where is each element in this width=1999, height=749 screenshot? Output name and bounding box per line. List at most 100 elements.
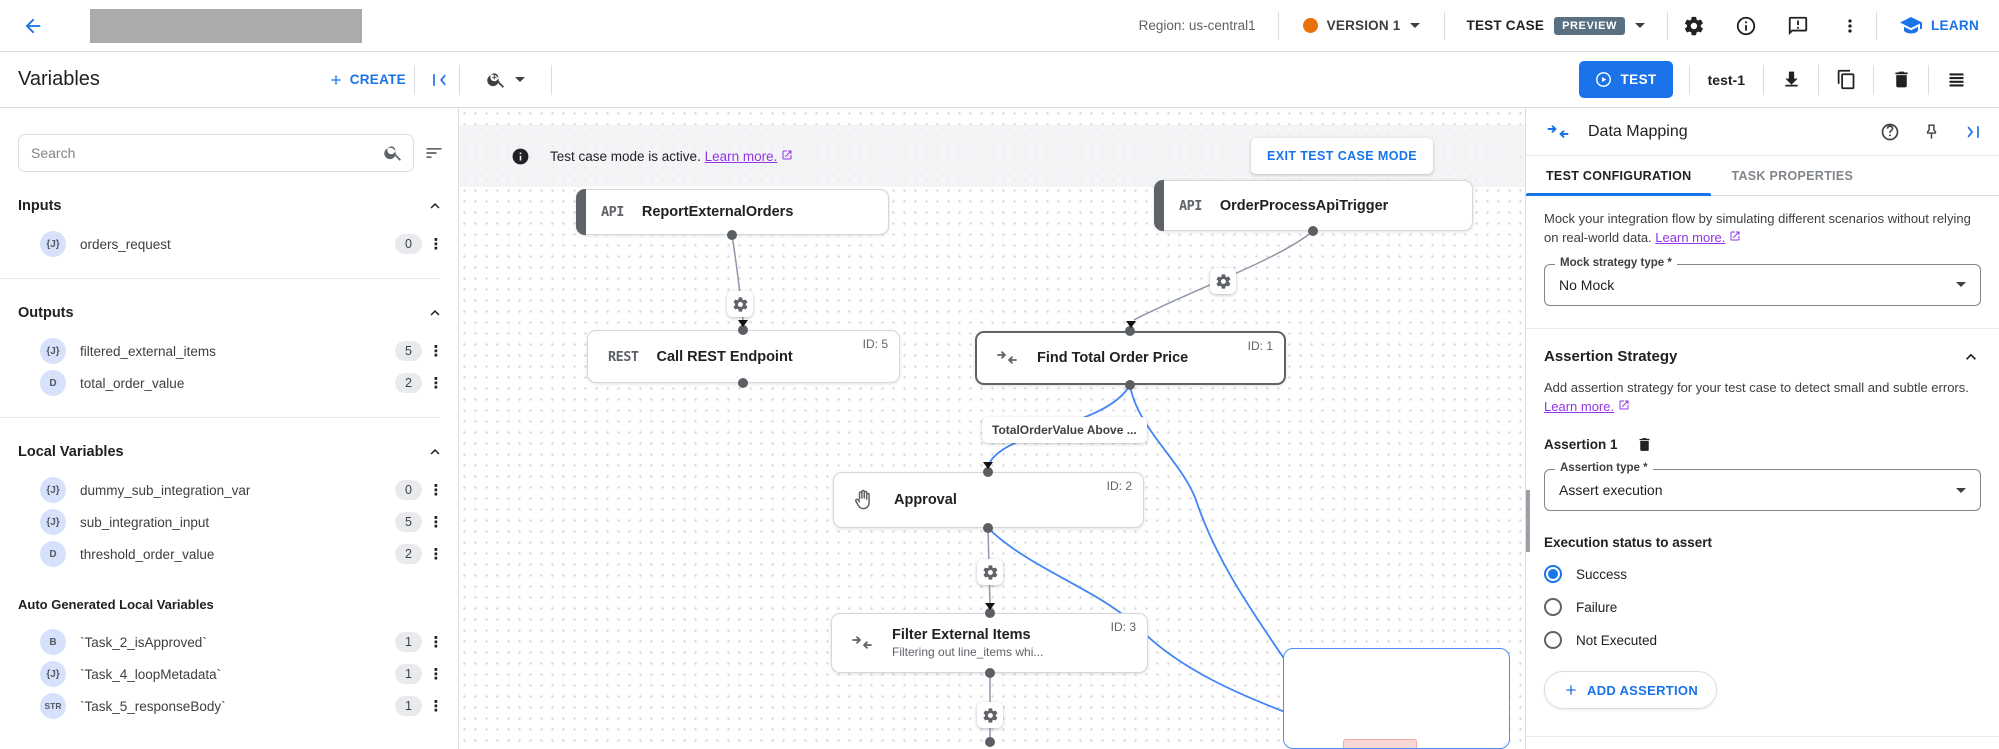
radio-button-selected[interactable]	[1544, 565, 1562, 584]
variable-row[interactable]: STR `Task_5_responseBody` 1 ⋮	[18, 690, 458, 722]
node-report-external-orders[interactable]: API ReportExternalOrders	[576, 189, 889, 235]
pin-icon[interactable]	[1922, 122, 1941, 141]
panel-scrollbar[interactable]	[1526, 490, 1530, 552]
copy-icon[interactable]	[1819, 60, 1873, 100]
connection-dot[interactable]	[738, 378, 748, 388]
search-input[interactable]	[18, 134, 414, 172]
back-button[interactable]	[22, 15, 44, 37]
settings-gear-icon[interactable]	[1668, 6, 1720, 46]
collapse-panel-icon[interactable]	[1963, 122, 1983, 142]
connection-dot[interactable]	[727, 230, 737, 240]
plus-icon	[1566, 685, 1576, 696]
edge-settings-gear-icon[interactable]	[1210, 268, 1236, 294]
row-more-vert-icon[interactable]: ⋮	[428, 514, 444, 531]
row-more-vert-icon[interactable]: ⋮	[428, 634, 444, 651]
tab-task-properties[interactable]: TASK PROPERTIES	[1731, 168, 1854, 183]
connection-dot[interactable]	[985, 608, 995, 618]
test-case-selector[interactable]: TEST CASE PREVIEW	[1445, 16, 1668, 35]
tab-test-configuration[interactable]: TEST CONFIGURATION	[1526, 156, 1712, 196]
node-order-process-api-trigger[interactable]: API OrderProcessApiTrigger	[1154, 180, 1473, 231]
assertion-type-select[interactable]: Assertion type * Assert execution	[1544, 462, 1981, 512]
info-icon[interactable]	[1720, 6, 1772, 46]
chevron-up-icon[interactable]	[426, 197, 444, 215]
collapse-sidebar-icon[interactable]	[429, 70, 449, 90]
radio-failure[interactable]: Failure	[1544, 598, 1981, 617]
row-more-vert-icon[interactable]: ⋮	[428, 343, 444, 360]
mock-learn-more-link[interactable]: Learn more.	[1655, 229, 1726, 245]
help-icon[interactable]	[1880, 122, 1900, 142]
variable-row[interactable]: D threshold_order_value 2 ⋮	[18, 538, 458, 570]
variable-row[interactable]: D total_order_value 2 ⋮	[18, 367, 458, 399]
radio-button[interactable]	[1544, 631, 1562, 650]
learn-link[interactable]: LEARN	[1877, 14, 1979, 38]
radio-button[interactable]	[1544, 598, 1562, 617]
connection-dot[interactable]	[1308, 226, 1318, 236]
radio-not-executed[interactable]: Not Executed	[1544, 631, 1981, 650]
feedback-icon[interactable]	[1772, 6, 1824, 46]
node-approval[interactable]: Approval ID: 2	[833, 472, 1144, 528]
row-more-vert-icon[interactable]: ⋮	[428, 698, 444, 715]
json-type-icon: {J}	[40, 338, 66, 364]
chevron-up-icon[interactable]	[426, 443, 444, 461]
delete-assertion-icon[interactable]	[1636, 436, 1653, 453]
edge-condition-label[interactable]: TotalOrderValue Above ...	[982, 417, 1147, 443]
chevron-up-icon[interactable]	[426, 304, 444, 322]
node-subtitle: Filtering out line_items whi...	[892, 645, 1044, 659]
delete-icon[interactable]	[1874, 60, 1928, 100]
connection-dot[interactable]	[1125, 326, 1135, 336]
edge-settings-gear-icon[interactable]	[977, 559, 1003, 585]
exit-test-case-mode-button[interactable]: EXIT TEST CASE MODE	[1251, 138, 1433, 174]
sort-icon[interactable]	[424, 143, 444, 163]
panel-header: Data Mapping	[1526, 108, 1999, 156]
section-title: Inputs	[18, 198, 62, 214]
zoom-control[interactable]	[460, 69, 551, 90]
row-more-vert-icon[interactable]: ⋮	[428, 375, 444, 392]
test-button[interactable]: TEST	[1578, 61, 1673, 98]
variable-row[interactable]: {J} orders_request 0 ⋮	[18, 228, 458, 260]
chevron-up-icon[interactable]	[1961, 347, 1981, 367]
row-more-vert-icon[interactable]: ⋮	[428, 236, 444, 253]
divider	[1928, 64, 1929, 95]
row-more-vert-icon[interactable]: ⋮	[428, 482, 444, 499]
download-icon[interactable]	[1764, 60, 1818, 100]
variable-row[interactable]: {J} filtered_external_items 5 ⋮	[18, 335, 458, 367]
version-selector[interactable]: VERSION 1	[1279, 18, 1444, 33]
node-filter-external-items[interactable]: Filter External Items Filtering out line…	[831, 613, 1148, 673]
create-variable-button[interactable]: CREATE	[320, 66, 414, 94]
panel-tabs: TEST CONFIGURATION TASK PROPERTIES	[1526, 156, 1999, 196]
radio-success[interactable]: Success	[1544, 565, 1981, 584]
divider	[1818, 64, 1819, 95]
assertion-type-label: Assertion type *	[1555, 462, 1653, 475]
variable-row[interactable]: {J} sub_integration_input 5 ⋮	[18, 506, 458, 538]
connection-dot[interactable]	[985, 668, 995, 678]
variable-row[interactable]: {J} dummy_sub_integration_var 0 ⋮	[18, 474, 458, 506]
node-call-rest-endpoint[interactable]: REST Call REST Endpoint ID: 5	[587, 330, 900, 383]
list-menu-icon[interactable]	[1929, 60, 1983, 100]
edge-settings-gear-icon[interactable]	[977, 702, 1003, 728]
row-more-vert-icon[interactable]: ⋮	[428, 546, 444, 563]
data-mapping-icon	[995, 346, 1019, 370]
variable-row[interactable]: B `Task_2_isApproved` 1 ⋮	[18, 626, 458, 658]
assertion-learn-more-link[interactable]: Learn more.	[1544, 398, 1615, 414]
top-bar: Region: us-central1 VERSION 1 TEST CASE …	[0, 0, 1999, 52]
connection-dot[interactable]	[983, 523, 993, 533]
learn-label: LEARN	[1931, 18, 1979, 33]
mock-strategy-label: Mock strategy type *	[1555, 256, 1677, 269]
row-more-vert-icon[interactable]: ⋮	[428, 666, 444, 683]
banner-learn-more-link[interactable]: Learn more.	[704, 148, 778, 164]
test-case-name: test-1	[1707, 71, 1745, 88]
connection-dot[interactable]	[985, 737, 995, 747]
more-vert-icon[interactable]	[1824, 6, 1876, 46]
suspended-task-card[interactable]	[1283, 648, 1510, 749]
mock-strategy-select[interactable]: Mock strategy type * No Mock	[1544, 256, 1981, 306]
edge-settings-gear-icon[interactable]	[727, 291, 753, 317]
node-find-total-order-price[interactable]: Find Total Order Price ID: 1	[975, 331, 1286, 385]
add-assertion-button[interactable]: ADD ASSERTION	[1544, 671, 1718, 710]
flow-canvas[interactable]: Test case mode is active. Learn more. EX…	[459, 108, 1525, 749]
connection-dot[interactable]	[983, 467, 993, 477]
variable-row[interactable]: {J} `Task_4_loopMetadata` 1 ⋮	[18, 658, 458, 690]
node-title: ReportExternalOrders	[641, 204, 794, 220]
boolean-type-icon: B	[40, 629, 66, 655]
connection-dot[interactable]	[1125, 380, 1135, 390]
connection-dot[interactable]	[738, 325, 748, 335]
